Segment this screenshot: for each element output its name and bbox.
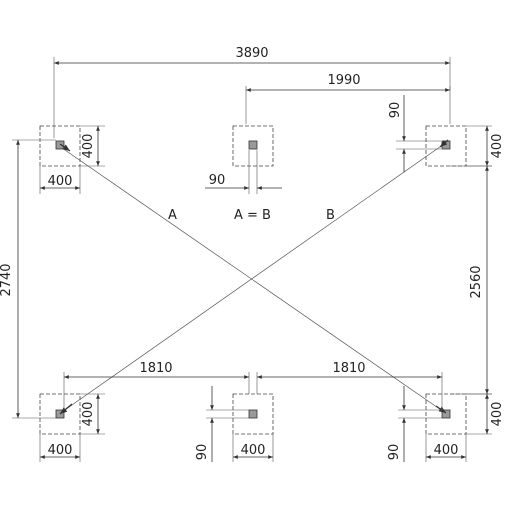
dim-bottom-left-span: 1810 [139,361,172,376]
arrow-b-start [439,139,449,148]
pad-top-left [39,125,81,167]
diagonal-equality-label: A = B [234,208,271,223]
diagonal-a [61,147,445,413]
arrow-a-start [59,143,71,152]
post-bottom-center [248,409,258,419]
dim-pad-top-left-h: 400 [48,174,73,189]
arrow-a-end [435,405,447,414]
dim-bottom-right-span: 1810 [332,361,365,376]
diagonal-b-label: B [326,208,335,223]
dim-pad-top-right-v: 400 [490,134,505,159]
post-top-center [248,140,258,150]
dim-pad-bottom-center-h: 400 [241,443,266,458]
dim-left-height: 2740 [0,263,14,296]
diagonal-b [61,143,445,413]
dim-pad-bottom-left-v: 400 [81,402,96,427]
dim-right-height: 2560 [469,265,484,298]
dim-pad-bottom-right-h: 400 [434,443,459,458]
dim-post-offset-bottom-center: 90 [195,444,210,461]
dim-post-offset-bottom-right: 90 [387,444,402,461]
post-top-left [55,140,65,150]
dim-pad-bottom-left-h: 400 [48,443,73,458]
dim-pad-bottom-right-v: 400 [490,402,505,427]
pad-bottom-center [232,393,274,435]
dim-post-offset-top-center: 90 [209,173,226,188]
post-bottom-right [441,409,451,419]
dim-overall-width: 3890 [235,46,268,61]
dim-half-width: 1990 [327,73,360,88]
pad-bottom-right [425,393,467,435]
diagonal-a-label: A [168,208,177,223]
pad-top-center [232,125,274,167]
arrow-b-end [59,403,73,415]
dim-pad-top-left-v: 400 [81,134,96,159]
pad-top-right [425,125,467,167]
pad-bottom-left [39,393,81,435]
dim-post-offset-top-right: 90 [388,102,403,119]
